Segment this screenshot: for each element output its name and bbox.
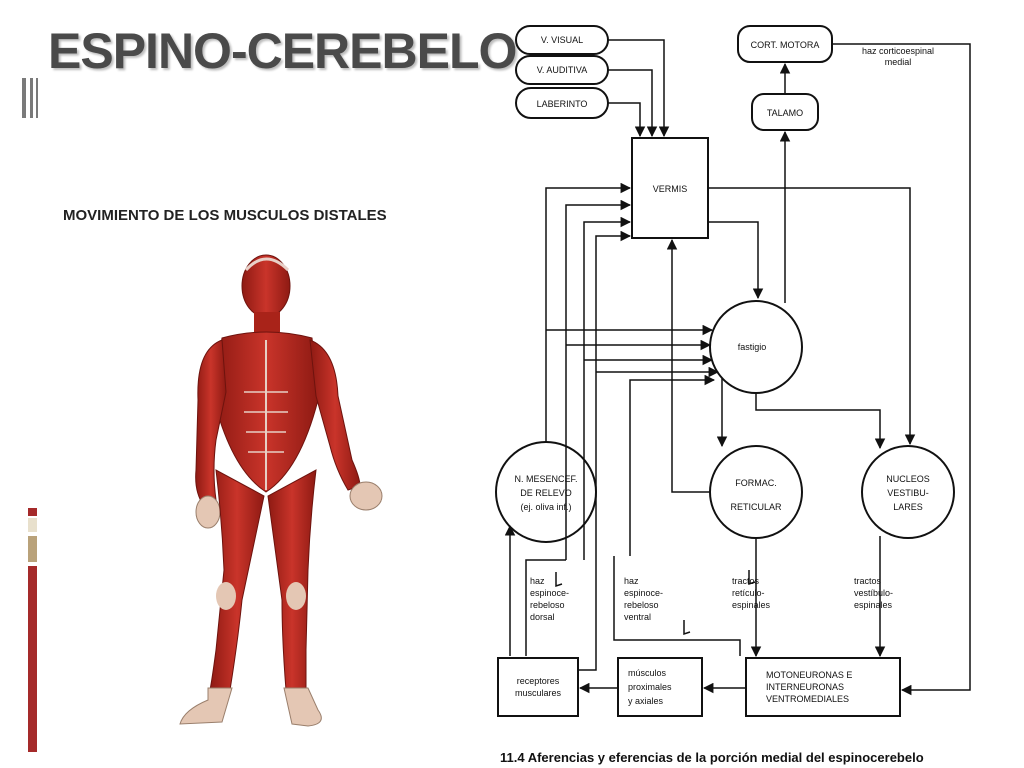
svg-text:vestíbulo-: vestíbulo- bbox=[854, 588, 893, 598]
node-cort-motora: CORT. MOTORA bbox=[737, 25, 833, 63]
node-v-visual-label: V. VISUAL bbox=[541, 35, 583, 45]
node-nucleos-label-2: VESTIBU- bbox=[887, 488, 929, 498]
node-receptores-label-1: receptores bbox=[517, 676, 560, 686]
svg-text:ventral: ventral bbox=[624, 612, 651, 622]
svg-text:espinoce-: espinoce- bbox=[530, 588, 569, 598]
node-nucleos-label-1: NUCLEOS bbox=[886, 474, 930, 484]
node-cort-motora-label: CORT. MOTORA bbox=[751, 40, 820, 50]
node-talamo: TALAMO bbox=[751, 93, 819, 131]
title-accent-bar-2 bbox=[30, 78, 33, 118]
figure-caption: 11.4 Aferencias y eferencias de la porci… bbox=[500, 750, 924, 765]
svg-text:haz: haz bbox=[530, 576, 545, 586]
haz-corticoespinal-label-1: haz corticoespinal bbox=[862, 46, 934, 56]
node-n-mesencef: N. MESENCEF. DE RELEVO (ej. oliva inf.) bbox=[495, 441, 597, 543]
figure-body bbox=[179, 254, 383, 727]
svg-text:dorsal: dorsal bbox=[530, 612, 555, 622]
node-musculos: músculos proximales y axiales bbox=[617, 657, 703, 717]
node-formac-label-2: RETICULAR bbox=[730, 502, 782, 512]
node-motoneuronas-label-3: VENTROMEDIALES bbox=[766, 694, 849, 704]
slide-subtitle: MOVIMIENTO DE LOS MUSCULOS DISTALES bbox=[63, 207, 387, 224]
svg-text:retículo-: retículo- bbox=[732, 588, 765, 598]
svg-text:tractos: tractos bbox=[854, 576, 882, 586]
title-accent-bar-1 bbox=[22, 78, 26, 118]
side-bar-cream bbox=[28, 518, 37, 532]
svg-text:espinales: espinales bbox=[732, 600, 771, 610]
node-motoneuronas-label-1: MOTONEURONAS E bbox=[766, 670, 852, 680]
node-nucleos-vestibulares: NUCLEOS VESTIBU- LARES bbox=[861, 445, 955, 539]
node-n-mesencef-label-3: (ej. oliva inf.) bbox=[520, 502, 571, 512]
node-motoneuronas-label-2: INTERNEURONAS bbox=[766, 682, 844, 692]
node-motoneuronas: MOTONEURONAS E INTERNEURONAS VENTROMEDIA… bbox=[745, 657, 901, 717]
node-receptores-label-2: musculares bbox=[515, 688, 562, 698]
svg-text:tractos: tractos bbox=[732, 576, 760, 586]
node-fastigio: fastigio bbox=[709, 300, 803, 394]
node-laberinto-label: LABERINTO bbox=[537, 99, 588, 109]
side-bar-tan bbox=[28, 536, 37, 562]
node-v-visual: V. VISUAL bbox=[515, 25, 609, 55]
haz-corticoespinal-label-2: medial bbox=[885, 57, 912, 67]
node-vermis-label: VERMIS bbox=[653, 184, 688, 194]
node-v-auditiva-label: V. AUDITIVA bbox=[537, 65, 588, 75]
node-v-auditiva: V. AUDITIVA bbox=[515, 55, 609, 85]
svg-text:espinoce-: espinoce- bbox=[624, 588, 663, 598]
svg-text:rebeloso: rebeloso bbox=[530, 600, 565, 610]
node-laberinto: LABERINTO bbox=[515, 87, 609, 119]
node-formac-reticular: FORMAC. RETICULAR bbox=[709, 445, 803, 539]
tract-label-dorsal: haz espinoce- rebeloso dorsal bbox=[530, 576, 569, 622]
svg-text:haz: haz bbox=[624, 576, 639, 586]
node-receptores: receptores musculares bbox=[497, 657, 579, 717]
node-formac-label-1: FORMAC. bbox=[735, 478, 777, 488]
node-nucleos-label-3: LARES bbox=[893, 502, 923, 512]
tract-label-ventral: haz espinoce- rebeloso ventral bbox=[624, 576, 663, 622]
connection-lines bbox=[504, 39, 971, 696]
svg-text:rebeloso: rebeloso bbox=[624, 600, 659, 610]
tract-label-vestibulo: tractos vestíbulo- espinales bbox=[854, 576, 893, 610]
tract-label-reticulo: tractos retículo- espinales bbox=[732, 576, 771, 610]
node-musculos-label-2: proximales bbox=[628, 682, 672, 692]
svg-text:espinales: espinales bbox=[854, 600, 893, 610]
node-vermis: VERMIS bbox=[631, 137, 709, 239]
node-talamo-label: TALAMO bbox=[767, 108, 803, 118]
title-accent-bar-3 bbox=[36, 78, 38, 118]
node-musculos-label-1: músculos bbox=[628, 668, 667, 678]
node-n-mesencef-label-1: N. MESENCEF. bbox=[514, 474, 577, 484]
node-fastigio-label: fastigio bbox=[738, 342, 767, 352]
slide-title: ESPINO-CEREBELO bbox=[48, 23, 517, 79]
node-musculos-label-3: y axiales bbox=[628, 696, 664, 706]
side-bar-red-top bbox=[28, 508, 37, 516]
side-bar-red-long bbox=[28, 566, 37, 752]
node-n-mesencef-label-2: DE RELEVO bbox=[520, 488, 572, 498]
